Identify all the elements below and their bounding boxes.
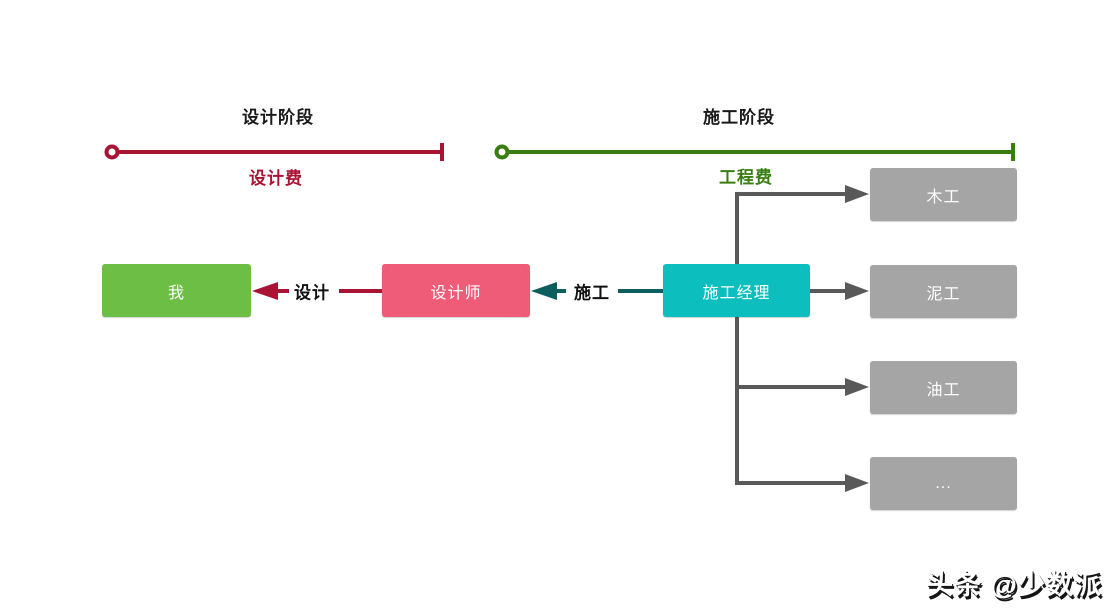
elbow-connector — [735, 192, 846, 264]
node-designer-label: 设计师 — [430, 284, 482, 302]
edge-label-design: 设计 — [290, 278, 334, 304]
construction-fee-label: 工程费 — [719, 168, 773, 187]
elbow-connector — [735, 317, 846, 389]
arrowhead-right — [845, 185, 869, 203]
design-fee-label: 设计费 — [249, 169, 303, 188]
node-me: 我 — [102, 264, 251, 317]
arrowhead-left — [531, 282, 557, 300]
node-others: ... — [870, 457, 1017, 510]
elbow-connector — [735, 317, 846, 485]
arrowhead-right — [845, 474, 869, 492]
edge-designer-to-me — [252, 282, 382, 300]
node-painter: 油工 — [870, 361, 1017, 414]
timeline-start-circle — [494, 144, 510, 160]
edge-manager-to-carpenter — [735, 185, 869, 264]
design-phase-timeline — [104, 143, 444, 161]
node-manager-label: 施工经理 — [702, 284, 771, 302]
edge-label-construction: 施工 — [570, 278, 614, 304]
node-mason-label: 泥工 — [926, 285, 961, 303]
design-phase-title: 设计阶段 — [242, 108, 314, 127]
node-carpenter-label: 木工 — [926, 188, 961, 206]
edge-manager-to-others — [735, 317, 869, 492]
construction-phase-timeline — [494, 143, 1015, 161]
node-mason: 泥工 — [870, 265, 1017, 318]
edge-manager-to-painter — [735, 317, 869, 396]
node-others-label: ... — [935, 474, 952, 492]
arrowhead-left — [252, 282, 278, 300]
node-painter-label: 油工 — [926, 381, 961, 399]
arrowhead-right — [845, 282, 869, 300]
edge-manager-to-mason — [810, 282, 869, 300]
construction-phase-title: 施工阶段 — [703, 108, 775, 127]
node-designer: 设计师 — [382, 264, 530, 317]
watermark-text: 头条 @少数派 — [926, 570, 1102, 600]
arrowhead-right — [845, 378, 869, 396]
timeline-start-circle — [104, 144, 120, 160]
node-manager: 施工经理 — [663, 264, 810, 317]
edge-manager-to-designer — [531, 282, 663, 300]
node-carpenter: 木工 — [870, 168, 1017, 221]
node-me-label: 我 — [167, 284, 185, 302]
